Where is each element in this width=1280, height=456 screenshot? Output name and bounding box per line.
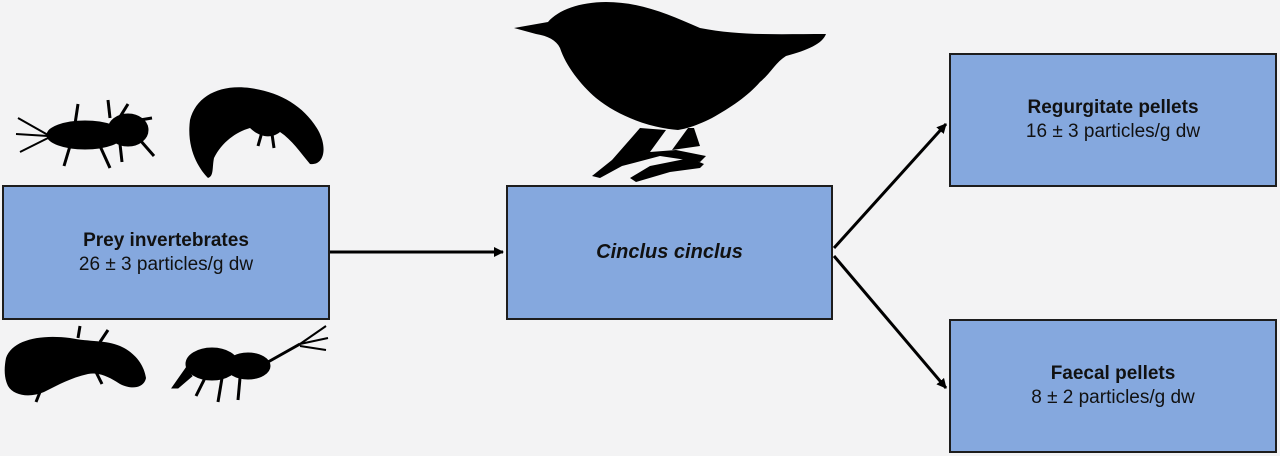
regurgitate-value: 16 ± 3 particles/g dw bbox=[1025, 121, 1201, 142]
cinclus-title: Cinclus cinclus bbox=[596, 241, 743, 263]
caddis-larva-icon bbox=[4, 325, 146, 403]
shrimp-larva-icon bbox=[189, 87, 324, 178]
node-prey-invertebrates: Prey invertebrates 26 ± 3 particles/g dw bbox=[2, 185, 330, 320]
bird-silhouette-icon bbox=[514, 2, 826, 182]
node-cinclus: Cinclus cinclus bbox=[506, 185, 833, 320]
prey-value: 26 ± 3 particles/g dw bbox=[78, 253, 254, 275]
arrow-cinclus-to-faecal bbox=[832, 255, 948, 389]
mayfly-larva-icon bbox=[15, 99, 156, 169]
faecal-title: Faecal pellets bbox=[1050, 363, 1176, 384]
beetle-larva-icon bbox=[171, 325, 329, 403]
arrow-cinclus-to-regurgitate bbox=[832, 122, 948, 250]
node-regurgitate-pellets: Regurgitate pellets 16 ± 3 particles/g d… bbox=[949, 53, 1277, 187]
regurgitate-title: Regurgitate pellets bbox=[1027, 97, 1199, 118]
node-faecal-pellets: Faecal pellets 8 ± 2 particles/g dw bbox=[949, 319, 1277, 453]
prey-title: Prey invertebrates bbox=[83, 229, 249, 251]
faecal-value: 8 ± 2 particles/g dw bbox=[1031, 387, 1195, 408]
